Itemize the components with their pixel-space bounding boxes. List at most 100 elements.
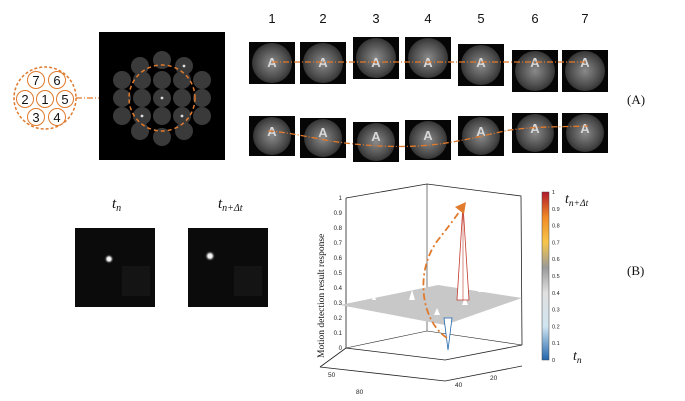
- plot-axis-y: [444, 365, 523, 382]
- colorbar-tick-label: 0: [552, 358, 555, 364]
- hex-number-7: 7: [32, 73, 39, 88]
- tile-letter: A: [318, 55, 328, 70]
- tile-lens: [408, 38, 448, 78]
- tile-lens: [566, 114, 604, 152]
- tile-letter: A: [371, 129, 381, 144]
- lenslet-bright-spot: [140, 114, 144, 118]
- panel-a-label: (A): [627, 92, 645, 107]
- column-number-1: 1: [268, 11, 275, 26]
- tile-letter: A: [476, 124, 486, 139]
- z-tick-label: 0.4: [334, 286, 343, 292]
- x-tick-40: 40: [455, 382, 463, 389]
- tile-letter: A: [318, 125, 328, 140]
- small-peak-4: [434, 308, 440, 315]
- lenslet-dot: [131, 122, 149, 140]
- column-number-2: 2: [319, 11, 326, 26]
- z-tick-label: 0.7: [334, 241, 343, 247]
- column-number-6: 6: [531, 11, 538, 26]
- hex-cell-5: [56, 90, 74, 108]
- lenslet-dot: [153, 128, 171, 146]
- motion-arrow-head: [455, 202, 466, 214]
- frame-label-tn: tn: [112, 196, 121, 214]
- hex-number-1: 1: [41, 92, 48, 107]
- particle-spot-tn-dt: [204, 250, 216, 262]
- plot-axis-x: [319, 366, 446, 382]
- small-peak-1: [409, 290, 415, 300]
- tile-letter: A: [580, 55, 590, 70]
- x-tick-20: 20: [490, 375, 498, 382]
- colorbar-gradient: [541, 191, 550, 361]
- colorbar-top-label: tn+Δt: [565, 192, 589, 209]
- lenslet-dot: [153, 107, 171, 125]
- colorbar-tick-label: 1: [552, 190, 555, 196]
- tile-lens: [515, 51, 555, 91]
- hex-cell-1: [36, 90, 54, 108]
- plot-box-top: [345, 183, 523, 346]
- hex-number-6: 6: [53, 73, 60, 88]
- x-tick-80b: 80: [356, 389, 364, 396]
- hex-cell-6: [48, 71, 66, 89]
- lenslet-dot: [153, 51, 171, 69]
- colorbar-tick-label: 0.9: [552, 207, 560, 213]
- lenslet-dot: [173, 89, 191, 107]
- lenslet-dot: [133, 89, 151, 107]
- tile-lens: [461, 45, 501, 85]
- tile-lens: [252, 43, 292, 83]
- hex-number-4: 4: [53, 110, 60, 125]
- hex-cell-7: [27, 71, 45, 89]
- lenslet-dot: [175, 122, 193, 140]
- z-tick-label: 0.1: [334, 331, 343, 337]
- lenslet-dot: [133, 71, 151, 89]
- z-ticks: 00.10.20.30.40.50.60.70.80.91: [334, 196, 343, 352]
- lenslet-bright-spot: [182, 64, 186, 68]
- response-surface: [340, 285, 522, 325]
- particle-spot-tn: [104, 254, 114, 264]
- plot-axis-depth: [319, 347, 347, 368]
- trajectory-bottom: [267, 125, 589, 148]
- hex-cell-4: [48, 108, 66, 126]
- tile-letter: A: [580, 121, 590, 136]
- z-tick-label: 0: [339, 346, 343, 352]
- column-number-7: 7: [581, 11, 588, 26]
- colorbar-tick-label: 0.6: [552, 257, 560, 263]
- colorbar: 00.10.20.30.40.50.60.70.80.91 tn+Δt tn: [541, 190, 589, 366]
- tile-lens: [409, 121, 447, 159]
- z-tick-label: 0.2: [334, 316, 343, 322]
- z-tick-label: 0.3: [334, 301, 343, 307]
- hex-number-5: 5: [61, 92, 68, 107]
- lenslet-dot: [113, 107, 131, 125]
- plot-ylabel: Motion detection result response: [317, 234, 327, 358]
- hex-number-2: 2: [21, 92, 28, 107]
- tile-lens: [565, 51, 605, 91]
- tile-letter: A: [530, 121, 540, 136]
- frame-image-tn-dt: [188, 228, 268, 307]
- response-3d-plot: 00.10.20.30.40.50.60.70.80.91 50 80 40 2…: [317, 183, 523, 396]
- colorbar-tick-label: 0.3: [552, 308, 560, 314]
- tile-letter: A: [423, 128, 433, 143]
- lenslet-dot: [173, 71, 191, 89]
- z-tick-label: 0.5: [334, 271, 343, 277]
- column-number-4: 4: [424, 11, 431, 26]
- tile-lens: [357, 123, 395, 161]
- lenslet-dot: [113, 89, 131, 107]
- trough-tn: [443, 317, 453, 351]
- colorbar-tick-label: 0.1: [552, 341, 560, 347]
- lenslet-dot: [153, 71, 171, 89]
- hex-cell-3: [27, 108, 45, 126]
- column-number-5: 5: [477, 11, 484, 26]
- colorbar-ticks: 00.10.20.30.40.50.60.70.80.91: [552, 190, 560, 364]
- column-number-3: 3: [372, 11, 379, 26]
- tile-lens: [303, 43, 343, 83]
- lenslet-bright-spot: [160, 96, 164, 100]
- lenslet-dot: [193, 107, 211, 125]
- colorbar-tick-label: 0.8: [552, 224, 560, 230]
- panel-b-label: (B): [627, 263, 644, 278]
- colorbar-tick-label: 0.2: [552, 324, 560, 330]
- small-peak-2: [478, 279, 486, 292]
- lenslet-array-image: [99, 32, 225, 160]
- plot-axes-front: [345, 198, 523, 361]
- colorbar-bottom-label: tn: [573, 349, 582, 366]
